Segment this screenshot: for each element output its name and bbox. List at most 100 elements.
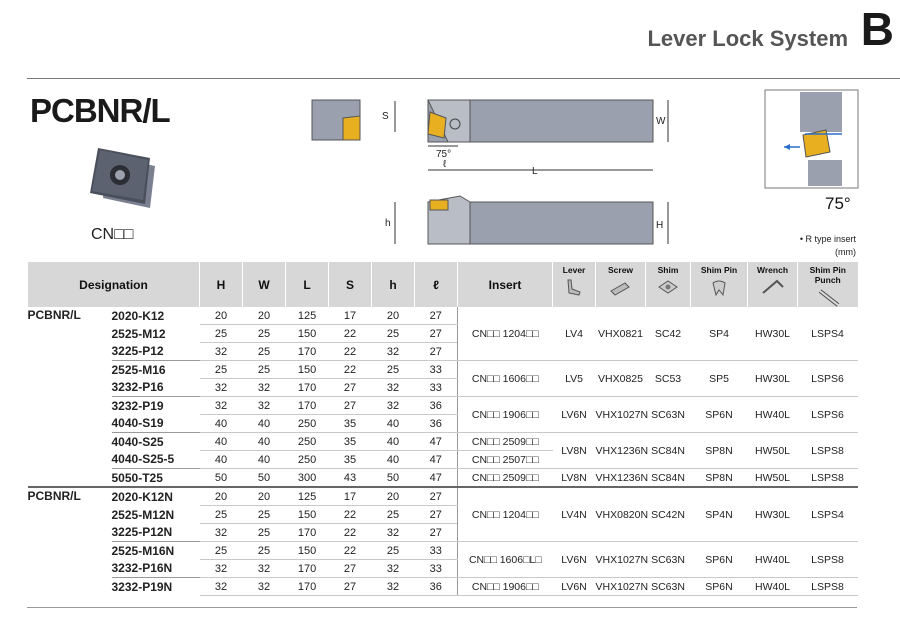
shim-cell: SC63N xyxy=(645,577,691,596)
wrench-cell: HW40L xyxy=(747,396,798,433)
dim-W-cell: 25 xyxy=(242,541,286,560)
shim-cell: SC42N xyxy=(645,486,691,542)
col-H: H xyxy=(199,262,243,307)
designation-cell: 4040-S25 xyxy=(111,432,200,451)
dim-S-cell: 35 xyxy=(328,432,372,451)
dim-S-cell: 22 xyxy=(328,342,372,361)
dim-l-label: ℓ xyxy=(443,159,447,170)
dim-S-cell: 27 xyxy=(328,559,372,578)
dim-h-cell: 32 xyxy=(371,342,415,361)
designation-cell: 4040-S19 xyxy=(111,416,164,431)
dim-h-label: h xyxy=(385,218,391,229)
insert-cell: CN□□ 1606□L□ xyxy=(457,541,553,578)
shim-pin-cell: SP6N xyxy=(690,577,748,596)
dim-L-cell: 170 xyxy=(285,559,329,578)
dim-H-cell: 25 xyxy=(199,360,243,379)
dim-L-label: L xyxy=(532,166,538,177)
dim-W-cell: 32 xyxy=(242,559,286,578)
dim-angle-label: 75° xyxy=(436,149,451,160)
dim-l-cell: 27 xyxy=(414,324,458,343)
dim-S-cell: 22 xyxy=(328,523,372,542)
col-wrench-label: Wrench xyxy=(757,265,789,275)
note-units: (mm) xyxy=(835,247,856,257)
shim-pin-icon xyxy=(712,280,726,297)
shim-cell: SC42 xyxy=(645,307,691,361)
dim-W-cell: 25 xyxy=(242,523,286,542)
col-insert: Insert xyxy=(457,262,553,307)
wrench-cell: HW40L xyxy=(747,577,798,596)
wrench-cell: HW30L xyxy=(747,307,798,361)
insert-cell: CN□□ 2507□□ xyxy=(457,450,553,469)
col-designation: Designation xyxy=(26,262,200,307)
col-S: S xyxy=(328,262,372,307)
designation-cell: 5050-T25 xyxy=(111,468,200,487)
punch-cell: LSPS6 xyxy=(797,396,858,433)
dim-L-cell: 150 xyxy=(285,324,329,343)
punch-cell: LSPS8 xyxy=(797,541,858,578)
punch-cell: LSPS8 xyxy=(797,432,858,469)
dim-L-cell: 170 xyxy=(285,577,329,596)
punch-cell: LSPS8 xyxy=(797,468,858,488)
shim-pin-cell: SP8N xyxy=(690,468,748,488)
punch-icon xyxy=(818,289,839,307)
section-title: Lever Lock System xyxy=(647,26,848,51)
dim-l-cell: 47 xyxy=(414,432,458,451)
dim-W-cell: 25 xyxy=(242,324,286,343)
dim-S-cell: 27 xyxy=(328,577,372,596)
insert-image-icon xyxy=(90,148,155,208)
dim-l-cell: 27 xyxy=(414,342,458,361)
designation-cell: 2525-M16N xyxy=(111,541,200,560)
dim-W-cell: 40 xyxy=(242,414,286,433)
insert-cell: CN□□ 1906□□ xyxy=(457,396,553,433)
col-L: L xyxy=(285,262,329,307)
dim-W-cell: 25 xyxy=(242,505,286,524)
screw-cell: VHX1027N xyxy=(595,396,648,433)
col-screw: Screw xyxy=(595,262,646,307)
lever-icon xyxy=(567,279,581,296)
insert-cell: CN□□ 1204□□ xyxy=(457,486,553,542)
table-bottom-rule xyxy=(27,607,857,608)
col-lever: Lever xyxy=(552,262,596,307)
dim-W-cell: 25 xyxy=(242,342,286,361)
dim-S-cell: 22 xyxy=(328,505,372,524)
dim-h-cell: 32 xyxy=(371,396,415,415)
insert-cell: CN□□ 1204□□ xyxy=(457,307,553,361)
insert-cell: CN□□ 2509□□ xyxy=(457,468,553,488)
dim-H-cell: 32 xyxy=(199,559,243,578)
designation-cell: 3232-P19N xyxy=(111,577,200,596)
top-view-drawing xyxy=(394,99,669,171)
dim-H-cell: 32 xyxy=(199,577,243,596)
lever-cell: LV6N xyxy=(552,541,596,578)
dim-h-cell: 32 xyxy=(371,559,415,578)
dim-h-cell: 40 xyxy=(371,414,415,433)
dim-W-cell: 32 xyxy=(242,378,286,397)
designation-cell: 3232-P16N xyxy=(111,561,173,576)
dim-L-cell: 150 xyxy=(285,505,329,524)
designation-cell: 3232-P19 xyxy=(111,396,200,415)
shim-cell: SC53 xyxy=(645,360,691,397)
end-view-drawing xyxy=(311,99,361,141)
dim-L-cell: 250 xyxy=(285,414,329,433)
dim-W-cell: 32 xyxy=(242,577,286,596)
shim-pin-cell: SP6N xyxy=(690,541,748,578)
screw-cell: VHX0820N xyxy=(595,486,648,542)
dim-l-cell: 36 xyxy=(414,396,458,415)
dim-L-cell: 250 xyxy=(285,432,329,451)
shim-cell: SC84N xyxy=(645,468,691,488)
screw-cell: VHX1236N xyxy=(595,432,648,469)
series-cell: PCBNR/L xyxy=(27,486,112,596)
dim-h-cell: 25 xyxy=(371,541,415,560)
dim-S-cell: 22 xyxy=(328,324,372,343)
lever-cell: LV8N xyxy=(552,468,596,488)
dim-h-cell: 50 xyxy=(371,468,415,488)
wrench-cell: HW50L xyxy=(747,468,798,488)
shim-pin-cell: SP4N xyxy=(690,486,748,542)
screw-cell: VHX1027N xyxy=(595,541,648,578)
dim-l-cell: 33 xyxy=(414,559,458,578)
